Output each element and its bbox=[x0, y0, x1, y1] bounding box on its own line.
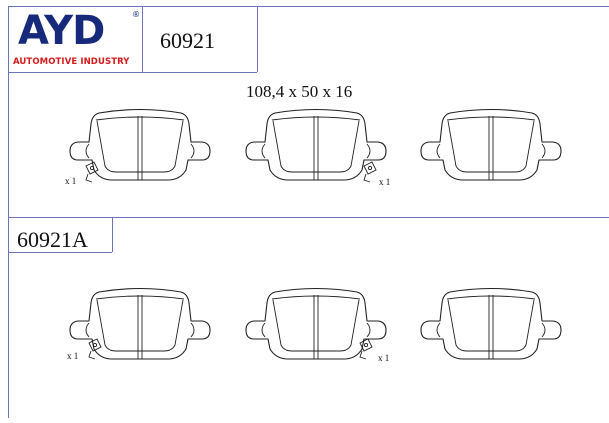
wear-clip-drawing bbox=[85, 161, 99, 183]
quantity-label: x 1 bbox=[67, 351, 79, 361]
quantity-label: x 1 bbox=[65, 176, 77, 186]
quantity-label: x 1 bbox=[379, 177, 391, 187]
quantity-label: x 1 bbox=[378, 353, 390, 363]
brake-pad-drawing bbox=[420, 108, 562, 181]
brake-pad-drawing bbox=[69, 287, 211, 360]
wear-clip-drawing bbox=[88, 338, 102, 360]
logo-wordmark: AYD bbox=[18, 8, 105, 54]
wear-clip-drawing bbox=[363, 161, 377, 183]
brand-logo: AYD ® AUTOMOTIVE INDUSTRY bbox=[8, 6, 142, 70]
brake-pad-drawing bbox=[420, 287, 562, 360]
registered-mark: ® bbox=[132, 10, 140, 19]
brake-pad-drawing bbox=[245, 287, 387, 360]
part-number: 60921 bbox=[160, 28, 215, 53]
variant-part-number: 60921A bbox=[17, 227, 88, 252]
logo-tagline: AUTOMOTIVE INDUSTRY bbox=[13, 57, 130, 67]
dimensions-label: 108,4 x 50 x 16 bbox=[246, 82, 353, 101]
brake-pad-drawing bbox=[245, 108, 387, 181]
